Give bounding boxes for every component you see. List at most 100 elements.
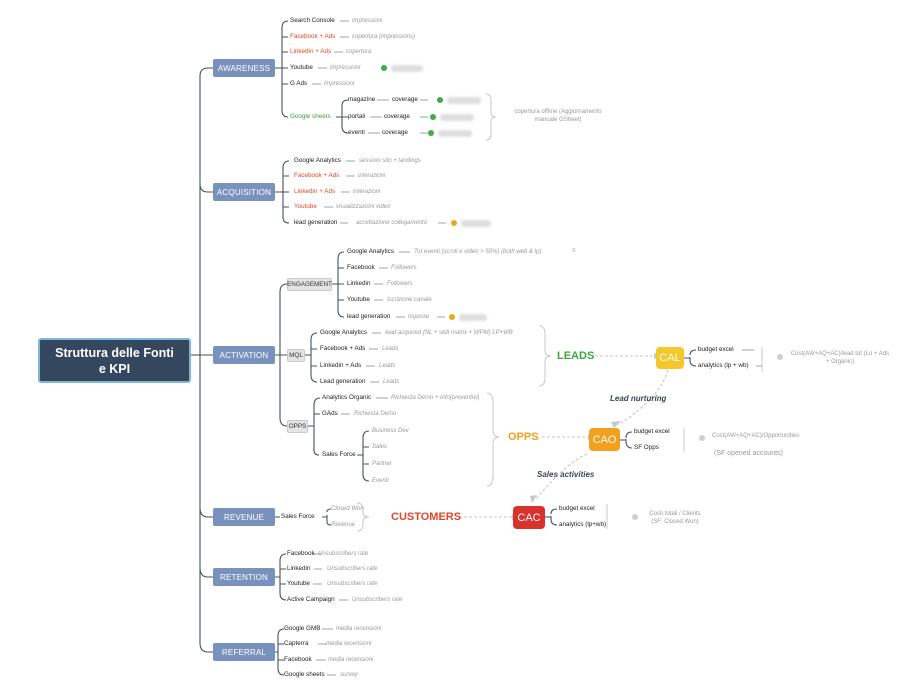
kpi-label: Tot eventi (scroll e video > 50%) (both …	[414, 249, 542, 255]
cao-sf-opps[interactable]: SF Opps	[634, 444, 659, 451]
subgroup-engagement[interactable]: ENGAGEMENT	[287, 278, 332, 291]
blurred-value	[440, 114, 474, 121]
kpi-label: Followers	[391, 265, 417, 271]
retention-linkedin[interactable]: Linkedin	[287, 565, 311, 572]
flow-label-customers: CUSTOMERS	[391, 511, 462, 523]
referral-capterra[interactable]: Capterra	[284, 640, 309, 647]
kpi-label: Richiesta Demo + info(preventivi)	[391, 395, 480, 401]
item-magazine[interactable]: magazine	[348, 96, 376, 103]
opps-sales-force[interactable]: Sales Force	[322, 451, 356, 458]
category-activation[interactable]: ACTIVATION	[213, 346, 275, 364]
flow-label-leads: LEADS	[557, 350, 595, 362]
engagement-facebook[interactable]: Facebook	[347, 264, 375, 271]
retention-active-campaign[interactable]: Active Campaign	[287, 596, 335, 603]
subgroup-opps[interactable]: OPPS	[287, 420, 308, 433]
root-node[interactable]: Struttura delle Fonti e KPI	[38, 338, 191, 383]
source-linkedin-ads[interactable]: Linkedin + Ads	[290, 48, 332, 55]
salesforce-item: Eventi	[372, 478, 389, 484]
mql-lead-generation[interactable]: Lead generation	[320, 378, 366, 385]
item-portali[interactable]: portali	[348, 113, 366, 120]
source-gads[interactable]: G Ads	[290, 80, 308, 87]
kpi-label: copertura (impressions)	[352, 34, 416, 40]
kpi-label: Unsubscribers rate	[327, 581, 378, 587]
referral-facebook[interactable]: Facebook	[284, 656, 312, 663]
kpi-label: impressioni	[324, 81, 355, 87]
kpi-label: interazioni	[353, 189, 381, 195]
source-google-analytics[interactable]: Google Analytics	[294, 157, 341, 164]
cao-formula-note-2: (SF opened accounts)	[714, 450, 783, 457]
category-referral[interactable]: REFERRAL	[213, 643, 275, 661]
info-dot-icon	[699, 435, 705, 441]
blurred-value	[391, 65, 423, 72]
mql-facebook-ads[interactable]: Facebook + Ads	[320, 345, 366, 352]
info-dot-icon	[777, 354, 783, 360]
engagement-youtube[interactable]: Youtube	[347, 296, 370, 303]
item-eventi[interactable]: eventi	[348, 129, 365, 136]
offline-coverage-note: copertura offline (Aggiornamento manuale…	[514, 109, 602, 123]
source-google-sheets[interactable]: Google sheets	[290, 113, 331, 120]
blurred-value	[438, 130, 472, 137]
cal-analytics[interactable]: analytics (lp + wb)	[698, 362, 749, 369]
node-cao[interactable]: CAO	[589, 428, 620, 451]
kpi-label: Leads	[382, 346, 399, 352]
salesforce-item: Partner	[372, 461, 392, 467]
root-title: Struttura delle Fonti e KPI	[55, 345, 174, 376]
cao-budget-excel[interactable]: budget excel	[634, 428, 670, 435]
category-retention[interactable]: RETENTION	[213, 568, 275, 586]
referral-google-gmb[interactable]: Google GMB	[284, 625, 321, 632]
category-revenue[interactable]: REVENUE	[213, 508, 275, 526]
retention-youtube[interactable]: Youtube	[287, 580, 310, 587]
item-coverage[interactable]: coverage	[382, 129, 408, 136]
subgroup-mql[interactable]: MQL	[287, 349, 305, 362]
source-facebook-ads[interactable]: Facebook + Ads	[290, 33, 336, 40]
opps-gads[interactable]: GAds	[322, 410, 338, 417]
item-coverage[interactable]: coverage	[384, 113, 410, 120]
kpi-label: sessioni sito + landings	[359, 158, 421, 164]
source-youtube[interactable]: Youtube	[294, 203, 317, 210]
status-dot-icon	[449, 314, 455, 320]
source-search-console[interactable]: Search Console	[290, 17, 335, 24]
kpi-label: accettazione collegamento	[356, 220, 428, 226]
cao-formula-note: Cost(AW+AQ+AC)/Opportunities	[712, 433, 800, 439]
label-sales-activities: Sales activities	[537, 470, 595, 479]
blurred-value	[461, 220, 491, 227]
cac-analytics[interactable]: analytics (lp+wb)	[559, 521, 607, 528]
node-cal[interactable]: CAL	[656, 347, 684, 369]
info-dot-icon	[632, 514, 638, 520]
cal-budget-excel[interactable]: budget excel	[698, 346, 734, 353]
mql-google-analytics[interactable]: Google Analytics	[320, 329, 367, 336]
source-youtube[interactable]: Youtube	[290, 64, 313, 71]
category-acquisition[interactable]: ACQUISITION	[213, 183, 275, 201]
engagement-lead-generation[interactable]: lead generation	[347, 313, 391, 320]
retention-facebook[interactable]: Facebook	[287, 550, 315, 557]
kpi-label: Unsubscribers rate	[352, 597, 403, 603]
item-coverage[interactable]: coverage	[392, 96, 418, 103]
kpi-label: Leads	[379, 363, 396, 369]
cal-formula-note: Cost(AW+AQ+AC)/lead tot (Lo + Ads + Orga…	[790, 351, 890, 365]
kpi-label: copertura	[346, 49, 372, 55]
kpi-label: Iscrizione canale	[387, 297, 432, 303]
revenue-sales-force[interactable]: Sales Force	[281, 513, 315, 520]
status-dot-icon	[437, 97, 443, 103]
kpi-label: Revenue	[331, 522, 356, 528]
node-cac[interactable]: CAC	[513, 506, 545, 529]
source-facebook-ads[interactable]: Facebook + Ads	[294, 172, 340, 179]
mql-linkedin-ads[interactable]: Linkedin + Ads	[320, 362, 362, 369]
blurred-value	[447, 97, 481, 104]
engagement-linkedin[interactable]: Linkedin	[347, 280, 371, 287]
salesforce-item: Sales	[372, 444, 388, 450]
kpi-label: impressioni	[352, 18, 383, 24]
source-linkedin-ads[interactable]: Linkedin + Ads	[294, 188, 336, 195]
referral-google-sheets[interactable]: Google sheets	[284, 671, 325, 678]
cac-budget-excel[interactable]: budget excel	[559, 505, 595, 512]
engagement-google-analytics[interactable]: Google Analytics	[347, 248, 394, 255]
opps-analytics-organic[interactable]: Analytics Organic	[322, 394, 371, 401]
status-dot-icon	[428, 130, 434, 136]
kpi-label: Richiesta Demo	[354, 411, 397, 417]
kpi-label: interazioni	[358, 173, 386, 179]
note-icon: ≡	[572, 248, 576, 254]
source-lead-generation[interactable]: lead generation	[294, 219, 338, 226]
category-awareness[interactable]: AWARENESS	[213, 59, 275, 77]
kpi-label: Followers	[387, 281, 413, 287]
